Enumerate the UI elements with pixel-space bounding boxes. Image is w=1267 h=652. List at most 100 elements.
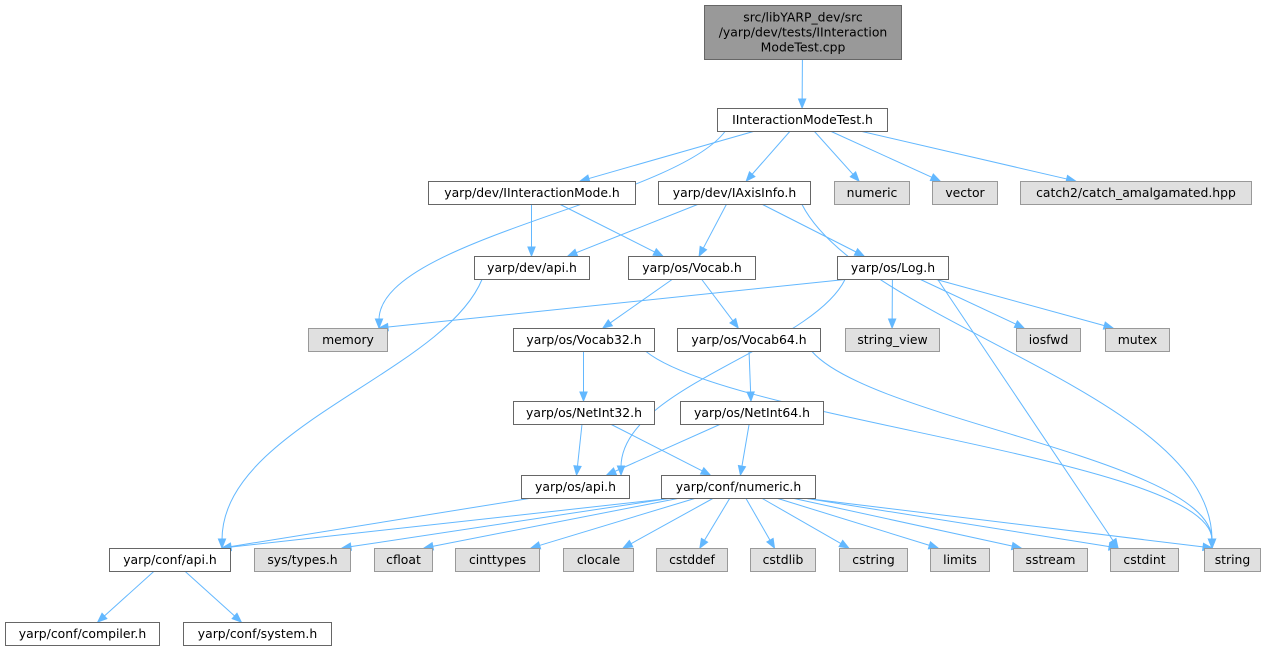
edge-line xyxy=(937,279,1114,542)
node-box xyxy=(254,548,351,572)
node-label: numeric xyxy=(847,185,898,200)
edge-line xyxy=(741,424,750,468)
node-vocab64[interactable]: yarp/os/Vocab64.h xyxy=(677,328,821,352)
node-label: yarp/os/NetInt32.h xyxy=(526,405,642,420)
node-compiler[interactable]: yarp/conf/compiler.h xyxy=(5,622,160,646)
edge-line xyxy=(609,279,673,324)
edge-confapi-to-system xyxy=(184,571,243,623)
edge-line xyxy=(806,498,1205,548)
edge-line xyxy=(745,498,771,542)
edge-confapi-to-compiler xyxy=(96,571,155,623)
node-confnumeric[interactable]: yarp/conf/numeric.h xyxy=(661,475,816,499)
node-netint32[interactable]: yarp/os/NetInt32.h xyxy=(513,401,655,425)
edge-arrowhead xyxy=(1207,538,1217,550)
node-box xyxy=(474,256,590,280)
node-box xyxy=(930,548,990,572)
edge-netint64-to-confnumeric xyxy=(737,424,750,477)
node-confapi[interactable]: yarp/conf/api.h xyxy=(109,548,231,572)
edge-line xyxy=(861,131,1068,180)
edge-arrowhead xyxy=(797,98,807,110)
node-box xyxy=(677,328,821,352)
edge-line xyxy=(703,498,731,542)
graph-edges xyxy=(96,59,1217,623)
node-box xyxy=(1020,181,1252,205)
edge-line xyxy=(103,571,155,618)
edge-arrowhead xyxy=(927,541,940,550)
edge-line xyxy=(184,571,236,618)
edge-vocab64-to-string xyxy=(811,351,1217,550)
node-vector: vector xyxy=(932,181,998,205)
node-iimt[interactable]: IInteractionModeTest.h xyxy=(717,108,888,132)
node-netint64[interactable]: yarp/os/NetInt64.h xyxy=(680,401,824,425)
edge-line xyxy=(920,279,1017,326)
edge-iai-to-log xyxy=(762,204,866,257)
node-box xyxy=(834,181,910,205)
edge-arrowhead xyxy=(698,245,708,258)
edge-line xyxy=(587,131,754,180)
node-cstdint: cstdint xyxy=(1110,548,1179,572)
edge-arrowhead xyxy=(838,539,850,549)
node-box xyxy=(513,401,655,425)
edge-line xyxy=(575,204,698,254)
node-label: cstdint xyxy=(1123,552,1165,567)
node-label: cstdlib xyxy=(763,552,804,567)
edge-log-to-string_view xyxy=(887,279,897,330)
edge-osapi-to-confapi xyxy=(220,498,530,551)
node-root: src/libYARP_dev/src/yarp/dev/tests/IInte… xyxy=(704,5,902,60)
node-label: limits xyxy=(943,552,977,567)
edge-iimt-to-iai xyxy=(745,131,791,183)
node-label: string_view xyxy=(857,332,927,347)
node-label: vector xyxy=(945,185,985,200)
node-log[interactable]: yarp/os/Log.h xyxy=(837,256,949,280)
node-system[interactable]: yarp/conf/system.h xyxy=(183,622,332,646)
node-iim[interactable]: yarp/dev/IInteractionMode.h xyxy=(428,181,636,205)
node-label: yarp/os/api.h xyxy=(535,479,616,494)
edge-line xyxy=(611,424,704,472)
edge-line xyxy=(811,351,1213,541)
node-label: yarp/os/Vocab64.h xyxy=(691,332,806,347)
node-label: mutex xyxy=(1118,332,1158,347)
edge-line xyxy=(378,131,726,321)
edge-confnumeric-to-cstring xyxy=(762,498,850,549)
node-box xyxy=(1013,548,1088,572)
edge-vocab-to-vocab32 xyxy=(601,279,673,329)
edge-confnumeric-to-string xyxy=(806,498,1214,552)
edge-arrowhead xyxy=(231,612,243,623)
node-label: iosfwd xyxy=(1029,332,1069,347)
node-string: string xyxy=(1204,548,1261,572)
node-clocale: clocale xyxy=(563,548,634,572)
node-devapi[interactable]: yarp/dev/api.h xyxy=(474,256,590,280)
edge-iimt-to-numeric xyxy=(814,131,860,183)
node-label: yarp/dev/IAxisInfo.h xyxy=(673,185,796,200)
edge-line xyxy=(751,131,791,176)
node-label: cstring xyxy=(852,552,894,567)
edge-confnumeric-to-cinttypes xyxy=(529,498,695,550)
node-vocab32[interactable]: yarp/os/Vocab32.h xyxy=(513,328,655,352)
node-box xyxy=(308,328,388,352)
edge-line xyxy=(386,279,846,328)
edge-arrowhead xyxy=(622,539,634,549)
node-box xyxy=(932,181,998,205)
edge-netint32-to-confnumeric xyxy=(611,424,712,476)
edge-log-to-memory xyxy=(377,279,846,332)
edge-arrowhead xyxy=(578,174,591,183)
edge-line xyxy=(701,279,734,322)
edge-arrowhead xyxy=(929,173,942,182)
node-limits: limits xyxy=(930,548,990,572)
node-numeric: numeric xyxy=(834,181,910,205)
node-vocab[interactable]: yarp/os/Vocab.h xyxy=(628,256,756,280)
edge-line xyxy=(936,279,1106,327)
edge-arrowhead xyxy=(374,318,384,330)
node-memory: memory xyxy=(308,328,388,352)
edge-line xyxy=(576,424,583,468)
node-label: cinttypes xyxy=(469,552,526,567)
node-iai[interactable]: yarp/dev/IAxisInfo.h xyxy=(658,181,811,205)
node-box xyxy=(374,548,433,572)
edge-line xyxy=(748,351,752,394)
edge-netint64-to-osapi xyxy=(605,424,720,476)
edge-iimt-to-iim xyxy=(578,131,754,183)
node-osapi[interactable]: yarp/os/api.h xyxy=(521,475,630,499)
node-box xyxy=(428,181,636,205)
edge-arrowhead xyxy=(849,171,860,183)
node-label: yarp/dev/api.h xyxy=(487,260,577,275)
